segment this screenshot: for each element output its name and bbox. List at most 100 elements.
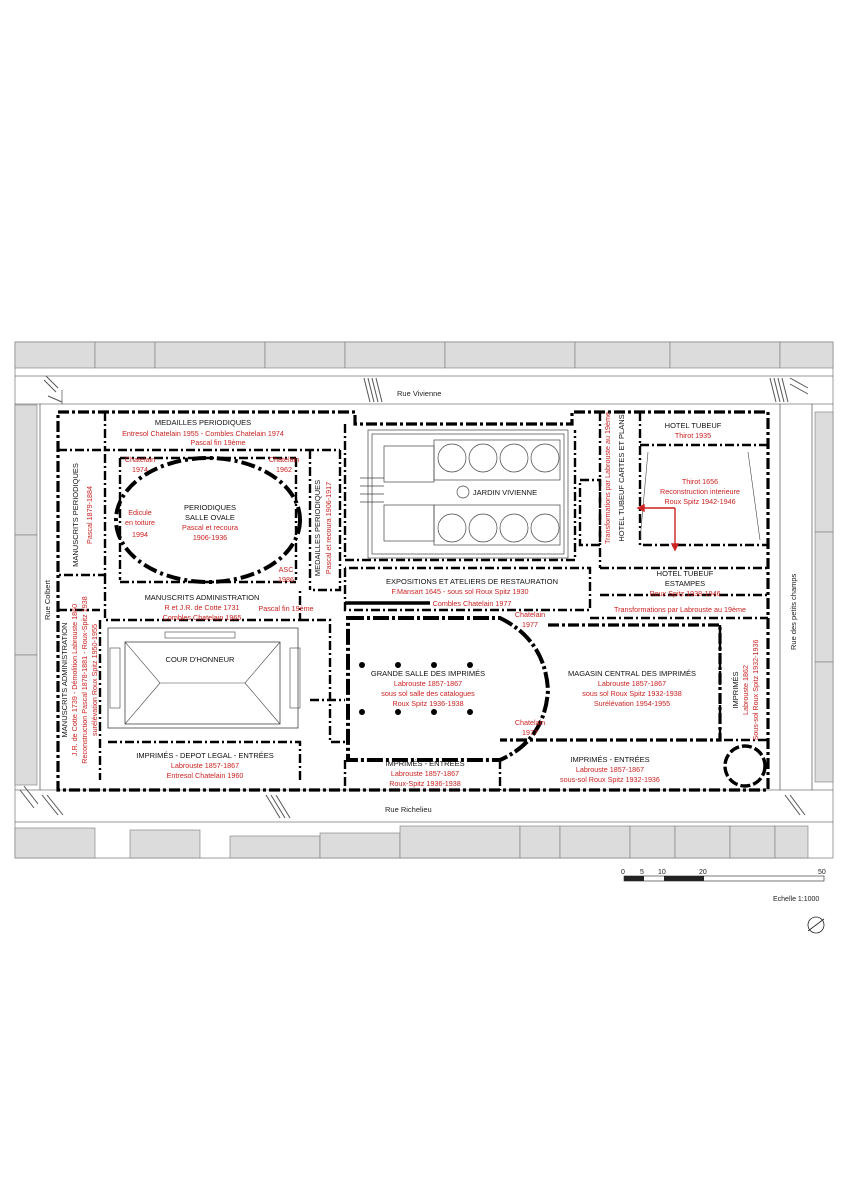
room-magasin-central: MAGASIN CENTRAL DES IMPRIMÉS bbox=[568, 669, 696, 678]
thirot-line-3: Roux Spitz 1942-1946 bbox=[664, 497, 735, 506]
annotation-chatelain-1974-year: 1974 bbox=[132, 465, 148, 474]
annotation-chatelain-1977-b: Chatelain bbox=[515, 718, 545, 727]
annotation-edicule-2: en toiture bbox=[125, 518, 155, 527]
room-hotel-tubeuf-north: HOTEL TUBEUF bbox=[665, 421, 722, 430]
thirot-line-2: Reconstruction interieure bbox=[660, 487, 740, 496]
note-medailles-east: Pascal et recoura 1906-1917 bbox=[324, 482, 333, 574]
note-imprimes-entrees-east-1: Labrouste 1857-1867 bbox=[576, 765, 644, 774]
room-salle-ovale-2: SALLE OVALE bbox=[185, 513, 235, 522]
note-manuscrits-admin-north-2: Combles Chatelain 1965 bbox=[163, 613, 242, 622]
note-expositions-1: F.Mansart 1645 - sous sol Roux Spitz 193… bbox=[391, 587, 528, 596]
note-imprimes-entrees-center-1: Labrouste 1857-1867 bbox=[391, 769, 459, 778]
wall-east-wing bbox=[718, 625, 768, 742]
note-salle-ovale-1: Pascal et recoura bbox=[182, 523, 238, 532]
note-medailles-north-1: Entresol Chatelain 1955 - Combles Chatel… bbox=[122, 429, 284, 438]
room-medailles-north: MEDAILLES PERIODIQUES bbox=[155, 418, 251, 427]
wall-hotel-tubeuf bbox=[598, 412, 768, 568]
cour-honneur-ridge bbox=[124, 641, 281, 725]
annotation-asc: ASC bbox=[279, 565, 294, 574]
scale-tick-10: 10 bbox=[658, 869, 666, 876]
scale-tick-5: 5 bbox=[640, 869, 644, 876]
room-imprimes-entrees-center: IMPRIMÉS - ENTRÉES bbox=[385, 759, 464, 768]
corner-tower bbox=[723, 744, 767, 788]
note-salle-ovale-2: 1906-1936 bbox=[193, 533, 227, 542]
cour-honneur-roof bbox=[124, 641, 281, 725]
annotation-pascal-fin: Pascal fin 19ème bbox=[258, 604, 313, 613]
room-cour-honneur: COUR D'HONNEUR bbox=[166, 655, 236, 664]
annotation-chatelain-1977-a-year: 1977 bbox=[522, 620, 538, 629]
scale-tick-20: 20 bbox=[699, 869, 707, 876]
wall-estampes bbox=[590, 566, 768, 620]
annotation-chatelain-1962-year: 1962 bbox=[276, 465, 292, 474]
cour-honneur-outline bbox=[107, 627, 299, 729]
note-manuscrits-periodiques: Pascal 1879-1884 bbox=[85, 486, 94, 544]
note-medailles-north-2: Pascal fin 19ème bbox=[190, 438, 245, 447]
perimeter-wall bbox=[56, 410, 770, 792]
note-magasin-central-1: Labrouste 1857-1867 bbox=[598, 679, 666, 688]
room-estampes-2: ESTAMPES bbox=[665, 579, 705, 588]
room-cartes-plans: HOTEL TUBEUF CARTES ET PLANS bbox=[617, 414, 626, 541]
note-estampes-1: Roux Spitz 1938-1946 bbox=[649, 589, 720, 598]
wall-expositions bbox=[343, 566, 592, 612]
note-manuscrits-admin-west-3: surélévation Roux Spitz 1950-1955 bbox=[90, 624, 99, 736]
note-manuscrits-admin-north-1: R et J.R. de Cotte 1731 bbox=[164, 603, 239, 612]
room-jardin-vivienne: JARDIN VIVIENNE bbox=[473, 488, 537, 497]
note-imprimes-entrees-east-2: sous-sol Roux Spitz 1932-1936 bbox=[560, 775, 660, 784]
note-expositions-2: Combles Chatelain 1977 bbox=[433, 599, 512, 608]
grande-salle-columns bbox=[359, 662, 473, 715]
street-south-label: Rue Richelieu bbox=[385, 805, 432, 814]
note-cartes-plans: Transformations par Labrouste au 19ème bbox=[603, 412, 612, 544]
room-manuscrits-admin-north: MANUSCRITS ADMINISTRATION bbox=[145, 593, 260, 602]
room-medailles-east: MEDAILLES PERIODIQUES bbox=[313, 480, 322, 576]
room-salle-ovale-1: PERIODIQUES bbox=[184, 503, 236, 512]
annotation-chatelain-1974: Chatelain bbox=[125, 455, 155, 464]
room-expositions: EXPOSITIONS ET ATELIERS DE RESTAURATION bbox=[386, 577, 558, 586]
note-imprimes-east-2: Sous-sol Roux Spitz 1932-1936 bbox=[751, 639, 760, 740]
note-grande-salle-1: Labrouste 1857-1867 bbox=[394, 679, 462, 688]
scale-label: Echelle 1:1000 bbox=[773, 896, 819, 903]
wall-grande-salle bbox=[346, 616, 551, 762]
room-manuscrits-periodiques: MANUSCRITS PERIODIQUES bbox=[71, 463, 80, 567]
annotation-edicule: Edicule bbox=[128, 508, 152, 517]
wall-manuscrits-admin bbox=[103, 575, 302, 622]
room-grande-salle: GRANDE SALLE DES IMPRIMÉS bbox=[371, 669, 485, 678]
annotation-edicule-3: 1994 bbox=[132, 530, 148, 539]
wall-center-gallery bbox=[300, 618, 345, 744]
jardin-vivienne-plan bbox=[360, 429, 569, 559]
wall-manuscrits-periodiques bbox=[58, 448, 107, 577]
note-depot-legal-1: Labrouste 1857-1867 bbox=[171, 761, 239, 770]
neighbor-buildings bbox=[14, 341, 834, 859]
thirot-line-1: Thirot 1656 bbox=[682, 477, 718, 486]
crosswalks bbox=[19, 375, 809, 819]
room-estampes-1: HOTEL TUBEUF bbox=[657, 569, 714, 578]
wall-imprimes-entrees bbox=[343, 760, 502, 790]
note-manuscrits-admin-west-2: Reconstruction Pascal 1878-1881 - Roux-S… bbox=[80, 596, 89, 763]
note-estampes-2: Transformations par Labrouste au 19ème bbox=[614, 605, 746, 614]
salle-ovale-wall bbox=[114, 456, 302, 584]
note-grande-salle-2: sous sol salle des catalogues bbox=[381, 689, 475, 698]
scale-tick-50: 50 bbox=[818, 869, 826, 876]
note-manuscrits-admin-west-1: J.R. de Cotte 1739 - Démolition Labroust… bbox=[70, 604, 79, 756]
room-imprimes-east: IMPRIMÉS bbox=[731, 671, 740, 708]
street-west-label: Rue Colbert bbox=[43, 579, 52, 620]
street-north-label: Rue Vivienne bbox=[397, 389, 441, 398]
north-arrow-icon bbox=[807, 916, 825, 934]
room-manuscrits-admin-west: MANUSCRITS ADMINISTRATION bbox=[60, 623, 69, 738]
room-imprimes-entrees-east: IMPRIMÉS - ENTRÉES bbox=[570, 755, 649, 764]
note-hotel-tubeuf-north: Thirot 1935 bbox=[675, 431, 711, 440]
hotel-tubeuf-interior bbox=[639, 451, 761, 541]
annotation-asc-year: 1986 bbox=[278, 575, 294, 584]
note-depot-legal-2: Entresol Chatelain 1960 bbox=[167, 771, 244, 780]
wall-depot-legal bbox=[108, 740, 302, 780]
note-imprimes-east-1: Labrouste 1862 bbox=[741, 665, 750, 715]
red-arrow-icon bbox=[636, 503, 680, 552]
note-magasin-central-3: Surélévation 1954-1955 bbox=[594, 699, 670, 708]
note-magasin-central-2: sous sol Roux Spitz 1932-1938 bbox=[582, 689, 682, 698]
wall-medailles-east bbox=[308, 450, 342, 592]
street-east-label: Rue des petits champs bbox=[789, 573, 798, 650]
room-depot-legal: IMPRIMÉS - DEPOT LEGAL - ENTRÉES bbox=[136, 751, 274, 760]
note-imprimes-entrees-center-2: Roux-Spitz 1936-1938 bbox=[389, 779, 461, 788]
annotation-chatelain-1977-b-year: 1977 bbox=[522, 728, 538, 737]
wall-cartes-plans bbox=[578, 478, 602, 547]
